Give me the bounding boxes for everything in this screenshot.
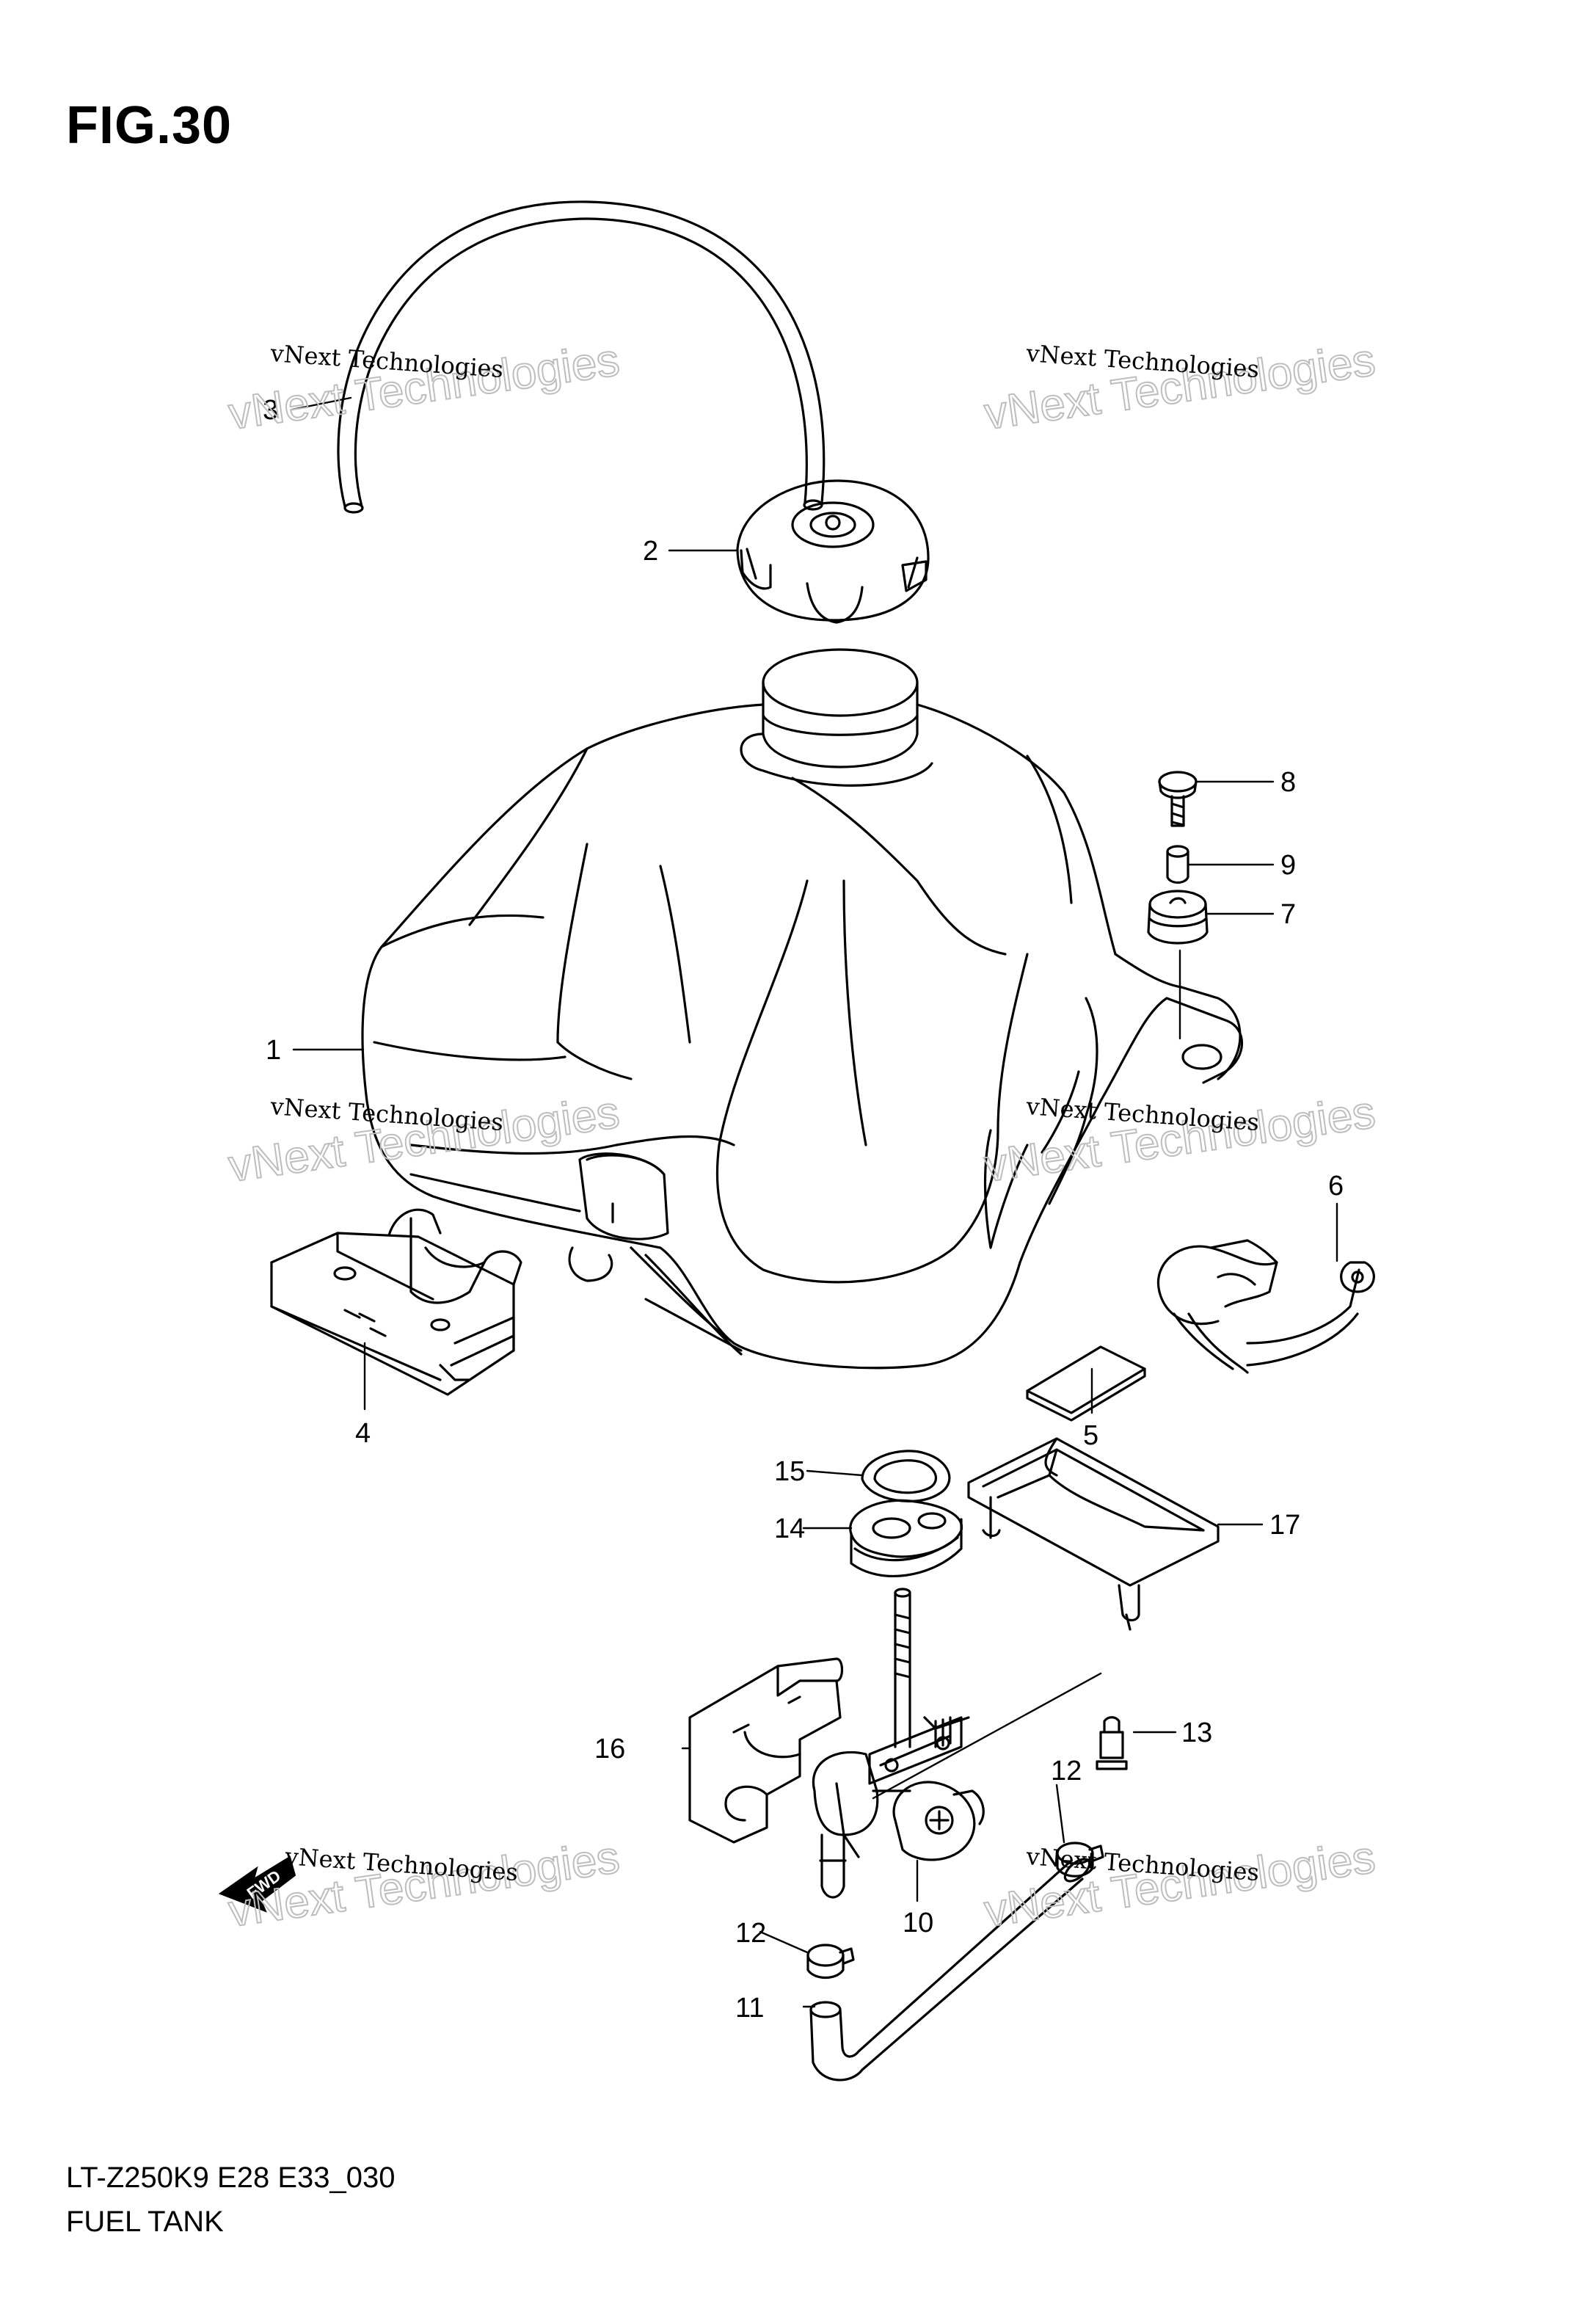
fuel-cap-part-2 xyxy=(736,479,930,624)
figure-name: FUEL TANK xyxy=(66,2206,224,2238)
cushion-part-7 xyxy=(1147,890,1209,945)
watermark-top-right: vNext Technologies vNext Technologies xyxy=(980,334,1379,440)
bolt-part-13 xyxy=(1096,1716,1128,1770)
callout-16: 16 xyxy=(594,1734,625,1764)
watermark-bottom-right: vNext Technologies vNext Technologies xyxy=(980,1831,1379,1938)
mount-band-part-6 xyxy=(1156,1239,1375,1374)
callout-17: 17 xyxy=(1269,1510,1300,1541)
breather-hose-part-3 xyxy=(337,200,826,514)
callout-2: 2 xyxy=(643,536,658,567)
callout-12-upper: 12 xyxy=(1051,1756,1082,1786)
watermark-outline: vNext Technologies xyxy=(225,1832,622,1937)
callout-10: 10 xyxy=(903,1908,933,1938)
watermark-mid-right: vNext Technologies vNext Technologies xyxy=(980,1086,1379,1193)
callout-4: 4 xyxy=(355,1418,371,1449)
pad-part-5 xyxy=(1026,1345,1146,1422)
clamp-part-12-lower xyxy=(806,1944,855,1980)
fuel-tank-part-1 xyxy=(361,648,1243,1370)
callout-3: 3 xyxy=(263,395,278,426)
callout-9: 9 xyxy=(1280,850,1296,881)
holder-bracket-part-4 xyxy=(270,1208,522,1396)
figure-title: FIG.30 xyxy=(66,96,233,155)
fuel-cock-part-10 xyxy=(812,1588,985,1899)
callout-15: 15 xyxy=(774,1456,805,1487)
callout-labels: 1 2 3 4 5 6 7 8 9 10 11 12 12 13 14 15 1… xyxy=(263,395,1344,2024)
model-code: LT-Z250K9 E28 E33_030 xyxy=(66,2162,396,2194)
watermark-top-left: vNext Technologies vNext Technologies xyxy=(225,334,623,440)
cushion-holder-part-14 xyxy=(849,1499,963,1577)
callout-6: 6 xyxy=(1328,1171,1344,1202)
callout-13: 13 xyxy=(1181,1717,1212,1748)
leader-lines xyxy=(291,396,1338,2008)
callout-1: 1 xyxy=(266,1035,281,1066)
collar-part-9 xyxy=(1166,845,1189,884)
bolt-part-8 xyxy=(1158,771,1198,827)
callout-5: 5 xyxy=(1083,1420,1098,1451)
gasket-part-15 xyxy=(861,1450,951,1502)
lower-bracket-part-17 xyxy=(967,1437,1220,1631)
bracket-part-16 xyxy=(688,1657,844,1844)
callout-14: 14 xyxy=(774,1513,805,1544)
callout-12-lower: 12 xyxy=(735,1918,766,1949)
callout-8: 8 xyxy=(1280,767,1296,798)
watermark-bottom-left: vNext Technologies vNext Technologies xyxy=(225,1831,623,1938)
callout-7: 7 xyxy=(1280,899,1296,930)
fuel-hose-part-11 xyxy=(809,1858,1091,2082)
callout-11: 11 xyxy=(735,1993,764,2024)
